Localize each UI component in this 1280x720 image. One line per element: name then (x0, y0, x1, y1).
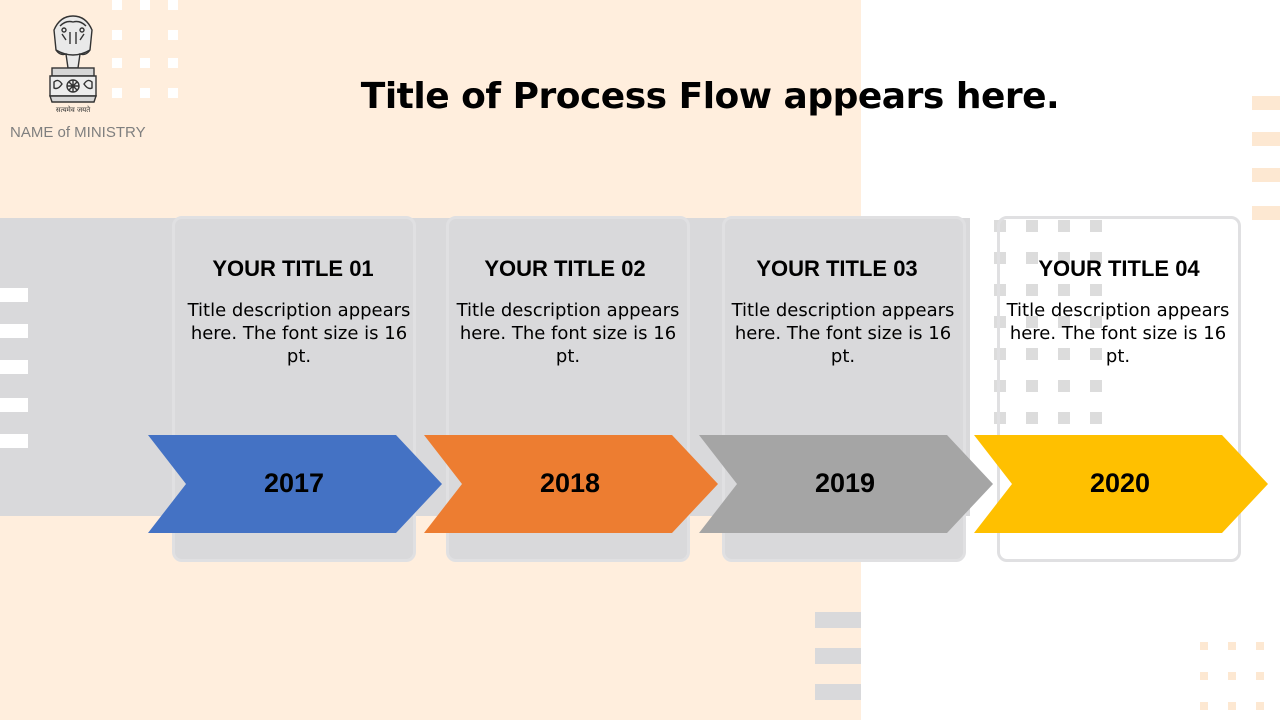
step-description-4: Title description appears here. The font… (1006, 300, 1230, 367)
step-title-3: YOUR TITLE 03 (756, 256, 918, 281)
step-description-1: Title description appears here. The font… (187, 300, 411, 367)
step-description-2: Title description appears here. The font… (456, 300, 680, 367)
step-title-2: YOUR TITLE 02 (484, 256, 646, 281)
step-year-1: 2017 (263, 468, 325, 498)
step-year-2: 2018 (539, 468, 601, 498)
year-chevron-1 (148, 435, 442, 533)
step-year-3: 2019 (814, 468, 876, 498)
step-card-4 (997, 216, 1241, 562)
year-chevron-3 (699, 435, 993, 533)
step-title-4: YOUR TITLE 04 (1038, 256, 1200, 281)
step-title-1: YOUR TITLE 01 (212, 256, 374, 281)
year-chevron-2 (424, 435, 718, 533)
page-title: Title of Process Flow appears here. (360, 76, 1060, 117)
step-description-3: Title description appears here. The font… (731, 300, 955, 367)
emblem-motto: सत्यमेव जयते (55, 106, 91, 114)
ministry-name: NAME of MINISTRY (10, 124, 146, 141)
national-emblem-logo: सत्यमेव जयते (40, 10, 106, 122)
year-chevron-4 (974, 435, 1268, 533)
step-year-4: 2020 (1089, 468, 1151, 498)
